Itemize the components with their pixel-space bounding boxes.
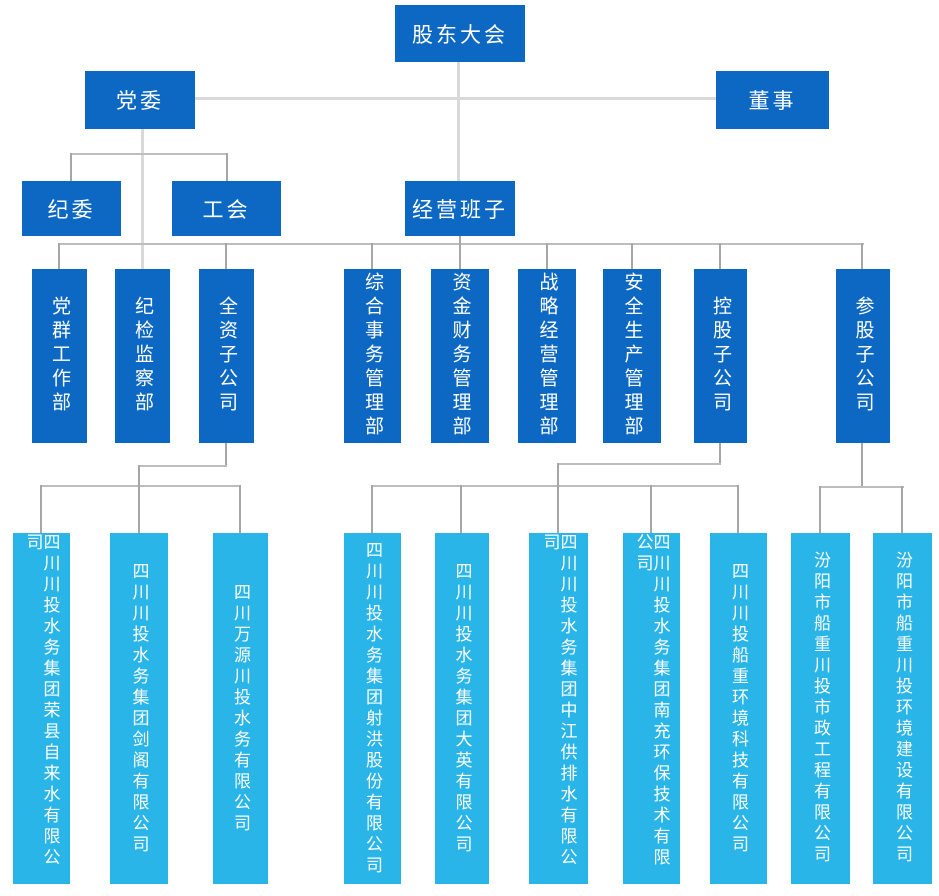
node-department: 控股子公司 (694, 269, 747, 443)
connector-line (40, 485, 241, 487)
node-company: 汾阳市船重川投环境建设有限公司 (873, 533, 932, 884)
node-label: 党委 (116, 90, 164, 113)
connector-line (737, 485, 739, 533)
node-company: 四川川投水务集团大英有限公司 (435, 533, 489, 884)
node-company: 四川川投水务集团中江供排水有限公司 (529, 533, 588, 884)
node-department: 纪检监察部 (115, 269, 170, 443)
connector-line (719, 243, 721, 269)
connector-line (371, 485, 739, 487)
connector-line (70, 153, 228, 155)
connector-line (138, 465, 140, 486)
node-label: 四川川投水务集团中江供排水有限公司 (540, 533, 577, 869)
node-label: 股东大会 (412, 23, 508, 47)
connector-line (459, 243, 461, 269)
connector-line (138, 465, 227, 467)
node-label: 四川万源川投水务有限公司 (231, 582, 250, 835)
node-label: 四川川投水务集团荣县自来水有限公司 (23, 533, 60, 869)
node-company: 四川川投船重环境科技有限公司 (710, 533, 767, 884)
connector-line (371, 485, 373, 533)
node-label: 汾阳市船重川投市政工程有限公司 (811, 551, 830, 866)
connector-line (650, 485, 652, 533)
node-company: 四川川投水务集团南充环保技术有限公司 (623, 533, 680, 884)
node-label: 董事 (748, 90, 797, 113)
node-company: 四川川投水务集团射洪股份有限公司 (344, 533, 401, 884)
node-label: 综合事务管理部 (362, 272, 383, 440)
node-management-team: 经营班子 (405, 181, 515, 236)
node-label: 四川川投水务集团剑阁有限公司 (129, 561, 149, 856)
node-department: 战略经营管理部 (518, 269, 576, 443)
connector-line (861, 243, 863, 269)
node-label: 全资子公司 (216, 296, 237, 416)
node-label: 四川川投水务集团南充环保技术有限公司 (633, 533, 670, 869)
connector-line (459, 236, 461, 244)
node-label: 战略经营管理部 (536, 272, 558, 440)
node-department: 全资子公司 (199, 269, 254, 443)
connector-line (58, 243, 60, 269)
connector-line (819, 486, 821, 533)
node-label: 控股子公司 (710, 296, 731, 416)
connector-line (861, 443, 863, 487)
node-shareholders-meeting: 股东大会 (395, 5, 525, 62)
node-department: 综合事务管理部 (344, 269, 401, 443)
node-company: 四川川投水务集团荣县自来水有限公司 (13, 533, 70, 884)
connector-line (546, 243, 548, 269)
node-label: 四川川投水务集团射洪股份有限公司 (363, 540, 382, 877)
node-label: 工会 (202, 198, 251, 222)
node-party-committee: 党委 (85, 71, 195, 129)
connector-line (371, 243, 373, 269)
connector-line (239, 485, 241, 533)
connector-line (225, 243, 227, 269)
node-company: 汾阳市船重川投市政工程有限公司 (791, 533, 850, 884)
connector-line (70, 153, 72, 181)
node-company: 四川川投水务集团剑阁有限公司 (110, 533, 168, 884)
node-label: 纪检监察部 (132, 296, 153, 416)
node-department: 党群工作部 (32, 269, 87, 443)
node-department: 资金财务管理部 (431, 269, 489, 443)
connector-line (557, 463, 721, 465)
connector-line (226, 153, 228, 181)
connector-line (460, 485, 462, 533)
node-label: 安全生产管理部 (621, 272, 643, 440)
connector-line (901, 486, 903, 533)
connector-line (557, 463, 559, 486)
connector-line (40, 485, 42, 533)
node-label: 四川川投水务集团大英有限公司 (452, 561, 472, 856)
connector-line (195, 97, 716, 100)
node-label: 经营班子 (412, 198, 508, 222)
node-label: 纪委 (47, 198, 96, 222)
connector-line (719, 443, 721, 464)
node-labor-union: 工会 (172, 181, 281, 236)
connector-line (141, 129, 144, 269)
node-label: 参股子公司 (852, 296, 874, 416)
node-director: 董事 (716, 71, 829, 129)
node-discipline-committee: 纪委 (22, 181, 121, 236)
connector-line (225, 443, 227, 466)
node-label: 汾阳市船重川投环境建设有限公司 (893, 551, 912, 866)
connector-line (631, 243, 633, 269)
connector-line (138, 485, 140, 533)
connector-line (557, 485, 559, 533)
connector-line (819, 486, 904, 488)
node-department: 参股子公司 (836, 269, 890, 443)
node-label: 资金财务管理部 (449, 272, 471, 440)
connector-line (58, 243, 864, 245)
node-department: 安全生产管理部 (603, 269, 661, 443)
node-label: 四川川投船重环境科技有限公司 (729, 561, 748, 856)
node-label: 党群工作部 (49, 296, 70, 416)
node-company: 四川万源川投水务有限公司 (213, 533, 268, 884)
connector-line (457, 62, 460, 181)
